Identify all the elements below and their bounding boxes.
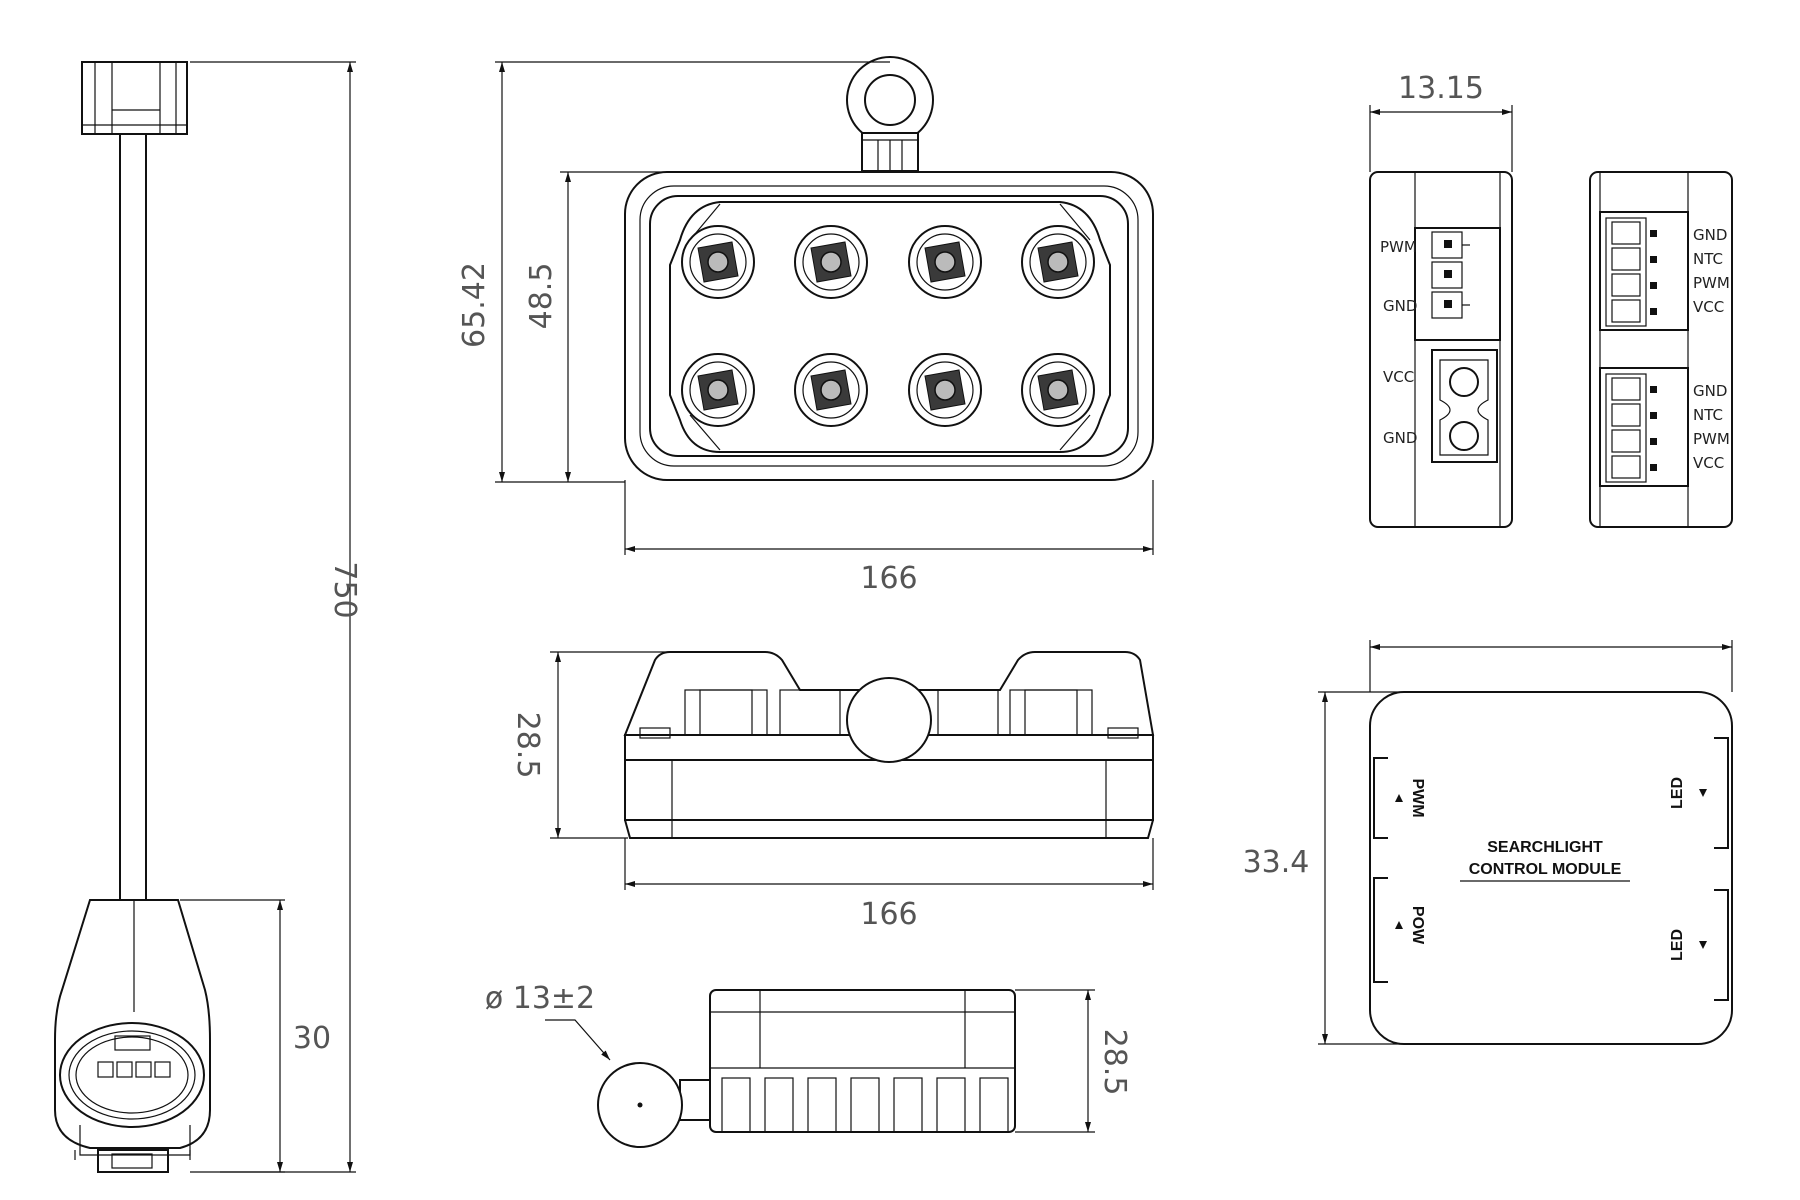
pin-label-vcc: VCC [1383,368,1414,386]
dim-text-28-5-bottom: 28.5 [1097,1029,1132,1096]
dim-lamp-body-height: 48.5 [524,171,700,482]
led [794,353,868,427]
led-connector-bottom [1599,367,1689,487]
led [1021,225,1095,299]
dim-text-750: 750 [327,561,362,618]
dim-lamp-depth-bottom: 28.5 [1015,989,1132,1133]
cable-top-plug [81,61,188,135]
led [794,225,868,299]
module-top-view: PWM POW LED LED SEARCHLIGHT CONTROL MODU… [1369,691,1733,1045]
dim-lamp-depth-side: 28.5 [510,651,700,839]
dim-module-thickness: 13.15 [1369,71,1513,172]
pin-label-top-2: NTC [1693,250,1723,268]
lamp-housing [624,171,1154,481]
pin-label-bottom-3: PWM [1693,430,1730,448]
port-label-pwm: PWM [1409,778,1426,817]
connector-latch [97,1149,169,1173]
dim-text-48-5: 48.5 [524,263,559,330]
module-left-end-view: PWM GND VCC GND [1369,171,1513,528]
dim-text-166-front: 166 [860,561,917,596]
lamp-bottom-view: ø 13±2 [485,981,1016,1148]
pin-label-gnd: GND [1383,297,1417,315]
pin-label-bottom-4: VCC [1693,454,1724,472]
power-connector [1431,349,1498,463]
dim-text-cable-diameter: ø 13±2 [485,981,595,1016]
pin-label-top-3: PWM [1693,274,1730,292]
led-array [681,225,1095,427]
dim-module-height: 33.4 [1243,691,1400,1045]
dim-text-28-5-side: 28.5 [510,712,545,779]
module-title-line1: SEARCHLIGHT [1487,839,1603,856]
signal-connector [1414,227,1501,341]
led [908,353,982,427]
dim-text-13-15: 13.15 [1398,71,1484,106]
port-label-led-bottom: LED [1669,929,1686,961]
lamp-side-view [623,651,1155,839]
mounting-ring-side [846,677,932,763]
dim-text-65-42: 65.42 [457,262,492,348]
pin-label-bottom-2: NTC [1693,406,1723,424]
module-body [1369,691,1733,1045]
led [908,225,982,299]
dim-module-width [1369,640,1733,692]
led [681,225,755,299]
port-label-led-top: LED [1669,777,1686,809]
dim-text-33-4: 33.4 [1243,845,1310,880]
led [681,353,755,427]
cable-connector [54,899,211,1149]
mounting-ring [846,56,934,144]
port-label-pow: POW [1409,906,1426,945]
dim-lamp-total-height: 65.42 [457,61,890,483]
pin-label-gnd-power: GND [1383,429,1417,447]
pin-label-top-1: GND [1693,226,1727,244]
cable-assembly-view [54,61,211,1173]
led-connector-top [1599,211,1689,331]
lamp-front-view [624,56,1154,481]
dim-text-166-side: 166 [860,897,917,932]
dim-lamp-width-side: 166 [624,838,1154,932]
led [1021,353,1095,427]
pin-label-pwm: PWM [1380,238,1417,256]
dim-cable-length: 750 [190,61,362,1173]
pin-label-bottom-1: GND [1693,382,1727,400]
pin-label-top-4: VCC [1693,298,1724,316]
module-right-end-view: GND NTC PWM VCC GND NTC PWM VCC [1589,171,1733,528]
dim-lamp-width-front: 166 [624,480,1154,596]
lens-frame [669,201,1111,453]
module-title-line2: CONTROL MODULE [1469,861,1622,878]
dim-connector-length: 30 [180,899,331,1173]
dim-text-30: 30 [293,1021,331,1056]
